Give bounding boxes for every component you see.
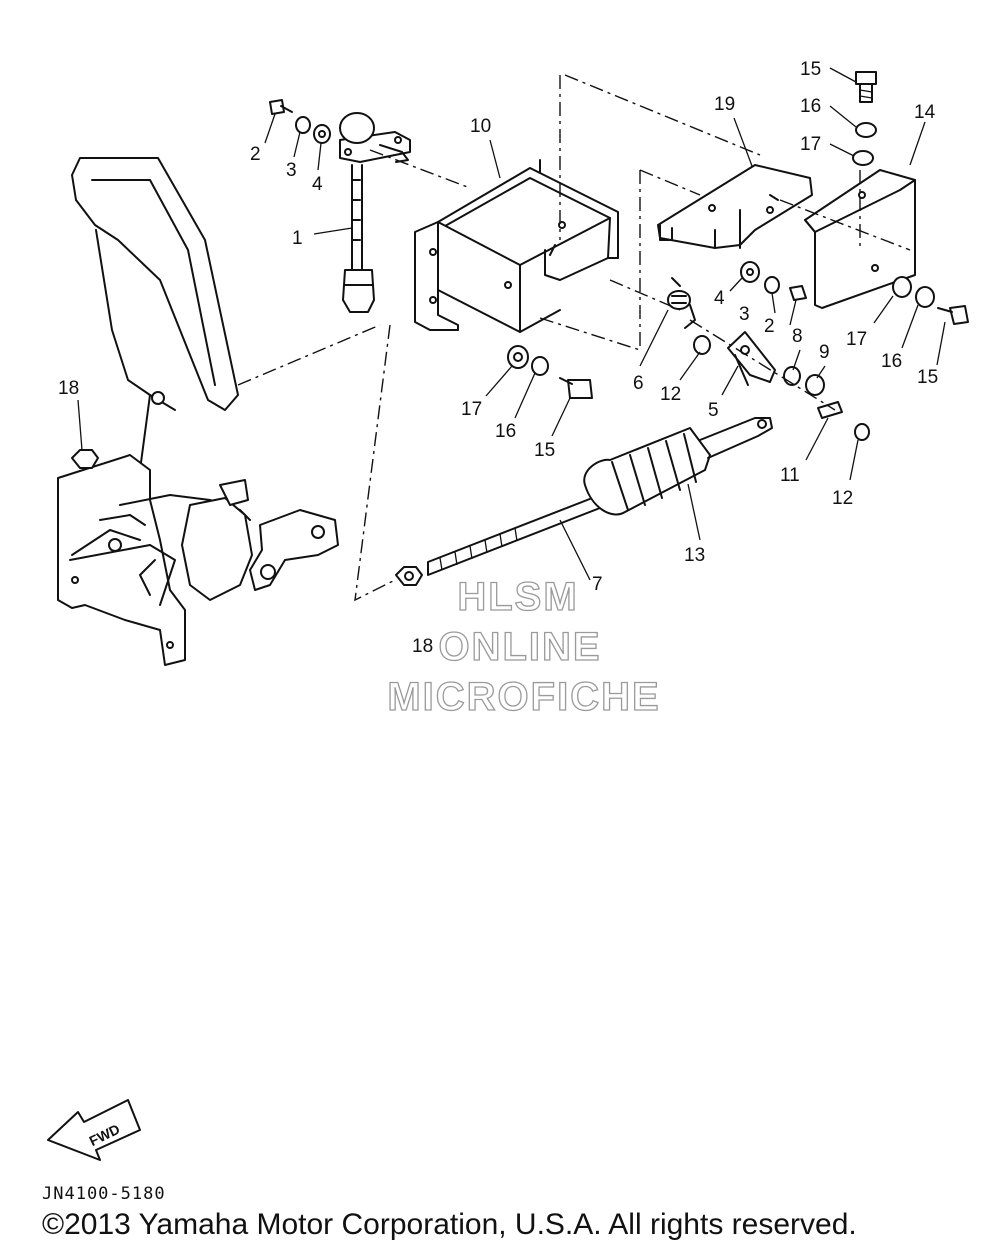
callout-1: 1 [292, 228, 303, 249]
callout-8: 8 [792, 326, 803, 347]
callout-9: 9 [819, 342, 830, 363]
watermark: HLSM ONLINE MICROFICHE [387, 574, 660, 719]
callout-4: 4 [714, 288, 725, 309]
callout-15: 15 [534, 440, 555, 461]
callout-15: 15 [917, 367, 938, 388]
callout-17: 17 [461, 399, 482, 420]
callout-12: 12 [660, 384, 681, 405]
callout-2: 2 [764, 316, 775, 337]
callout-4: 4 [312, 174, 323, 195]
cable-part-7-and-boot-part-13 [427, 417, 773, 576]
accelerator-pedal-assembly [57, 157, 339, 666]
part-callouts: 1 2 3 4 10 19 15 16 17 14 4 3 2 17 16 15… [58, 59, 938, 657]
callout-10: 10 [470, 116, 491, 137]
assembly-reference-lines [237, 74, 911, 602]
callout-12: 12 [832, 488, 853, 509]
callout-18: 18 [58, 378, 79, 399]
callout-14: 14 [914, 102, 936, 123]
drawing-number: JN4100-5180 [42, 1184, 166, 1204]
callout-15: 15 [800, 59, 821, 80]
callout-5: 5 [708, 400, 719, 421]
callout-3: 3 [739, 304, 750, 325]
watermark-line-3: MICROFICHE [387, 675, 660, 719]
callout-13: 13 [684, 545, 705, 566]
hardware-lower-center [507, 345, 593, 399]
forward-direction-arrow: FWD [47, 1099, 141, 1161]
nut-part-18 [71, 449, 423, 586]
callout-leader-lines [77, 67, 946, 581]
callout-3: 3 [286, 160, 297, 181]
spring-part-6 [667, 277, 696, 329]
callout-18: 18 [412, 636, 433, 657]
hardware-mid-right [740, 261, 969, 325]
watermark-line-2: ONLINE [438, 625, 601, 669]
callout-16: 16 [800, 96, 821, 117]
hardware-bolt-washer-upper-left [269, 99, 331, 144]
hardware-upper-right-stack [852, 71, 877, 166]
callout-17: 17 [800, 134, 821, 155]
copyright-notice: ©2013 Yamaha Motor Corporation, U.S.A. A… [42, 1208, 857, 1241]
callout-16: 16 [881, 351, 902, 372]
callout-2: 2 [250, 144, 261, 165]
callout-19: 19 [714, 94, 735, 115]
callout-11: 11 [780, 465, 800, 486]
watermark-line-1: HLSM [457, 575, 578, 619]
hardware-lever-area [693, 335, 870, 441]
bracket-part-19 [657, 164, 813, 249]
lever-part-5 [727, 331, 776, 386]
callout-16: 16 [495, 421, 516, 442]
throttle-sensor-part-1 [339, 112, 411, 313]
callout-17: 17 [846, 329, 867, 350]
bracket-part-10 [414, 159, 619, 333]
callout-7: 7 [592, 574, 603, 595]
bracket-part-14 [804, 169, 916, 309]
callout-6: 6 [633, 373, 644, 394]
